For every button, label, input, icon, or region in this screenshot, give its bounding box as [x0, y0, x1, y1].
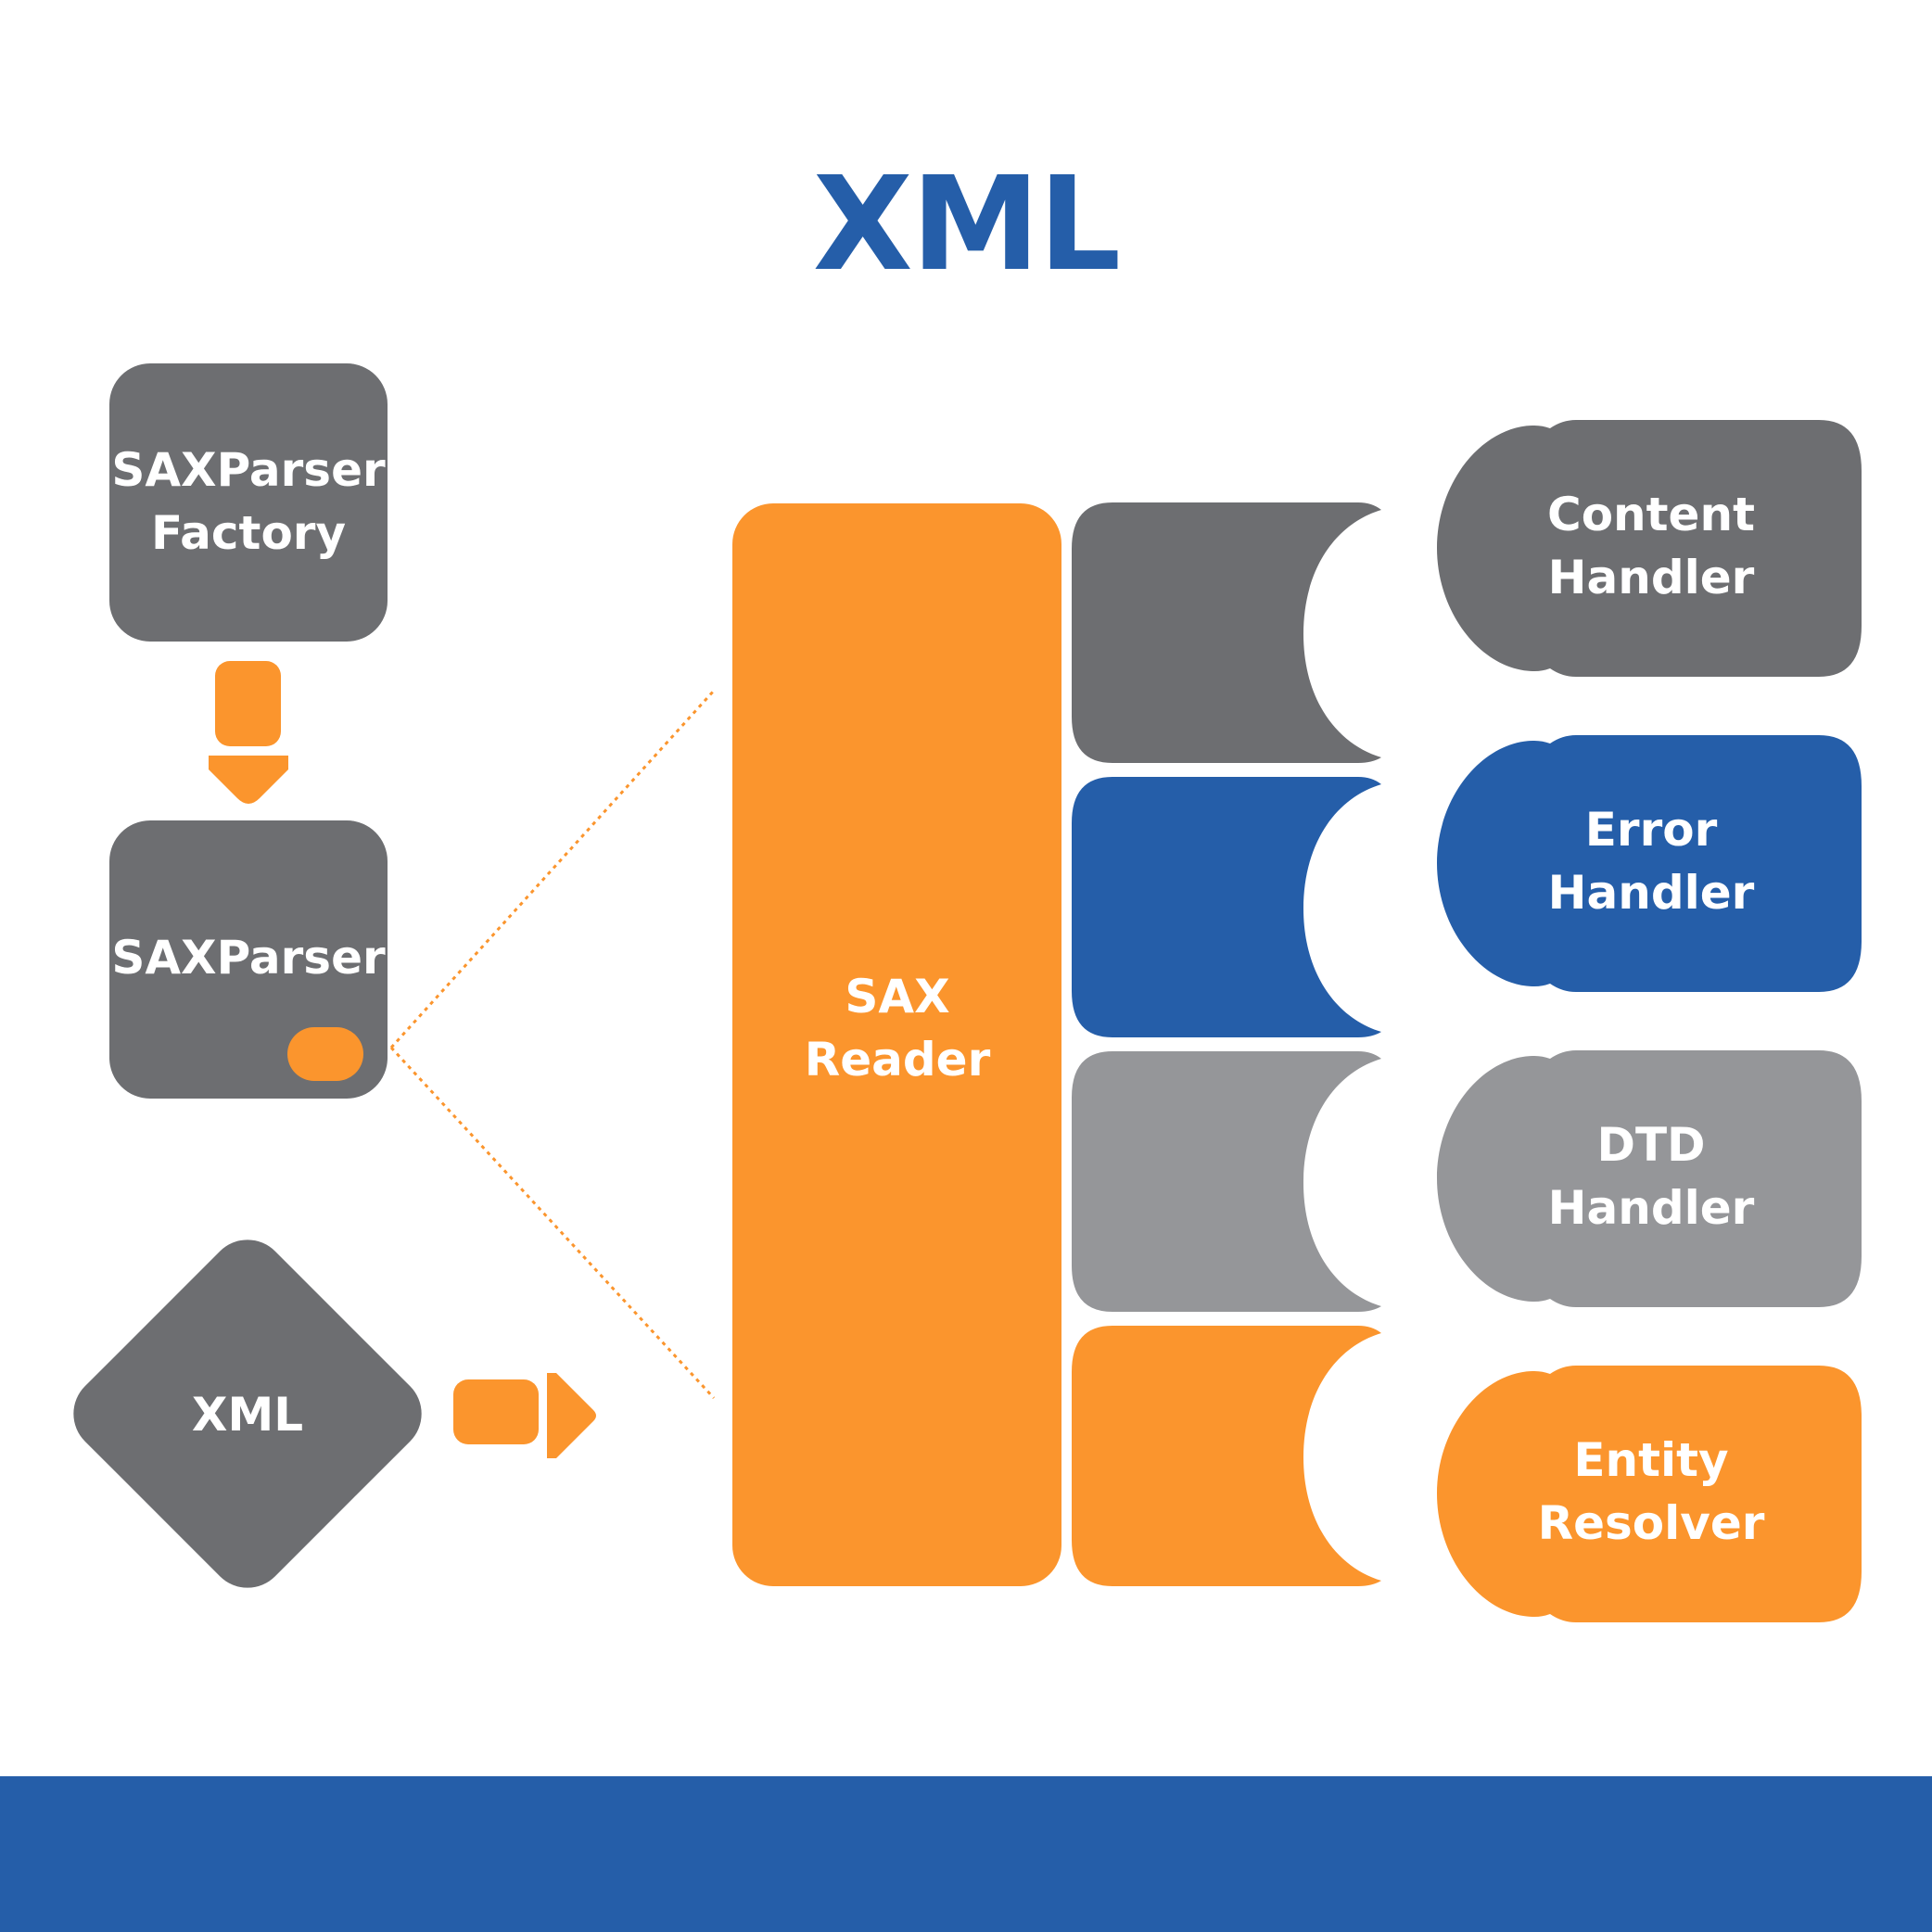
- factory-label-line2: Factory: [151, 506, 346, 560]
- down-arrow-icon: [209, 661, 288, 804]
- handler-content: Content Handler: [1437, 420, 1862, 677]
- connector-plugs: [1072, 502, 1381, 1586]
- handler-dtd: DTD Handler: [1437, 1050, 1862, 1307]
- sax-reader-label-line1: SAX: [845, 970, 949, 1023]
- right-arrow-icon: [453, 1373, 596, 1458]
- error-connector: [1072, 777, 1381, 1037]
- footer-band: [0, 1776, 1932, 1932]
- dtd-handler-label-line2: Handler: [1548, 1181, 1755, 1235]
- factory-label-line1: SAXParser: [111, 443, 386, 497]
- sax-reader-label-line2: Reader: [805, 1033, 991, 1087]
- saxparser-label: SAXParser: [111, 931, 386, 985]
- entity-resolver-label-line2: Resolver: [1538, 1496, 1765, 1550]
- sax-reader-box: SAX Reader: [732, 503, 1061, 1586]
- content-handler-label-line2: Handler: [1548, 551, 1755, 604]
- xml-diamond: XML: [73, 1239, 422, 1588]
- dtd-connector: [1072, 1051, 1381, 1312]
- content-connector: [1072, 502, 1381, 763]
- saxparser-factory-box: SAXParser Factory: [109, 363, 388, 642]
- handler-entity: Entity Resolver: [1437, 1366, 1862, 1622]
- handler-error: Error Handler: [1437, 735, 1862, 992]
- error-handler-label-line1: Error: [1585, 803, 1718, 857]
- dtd-handler-label-line1: DTD: [1596, 1118, 1705, 1172]
- entity-resolver-label-line1: Entity: [1573, 1433, 1728, 1487]
- entity-connector: [1072, 1326, 1381, 1586]
- page-title: XML: [813, 149, 1119, 300]
- content-handler-label-line1: Content: [1547, 488, 1755, 541]
- saxparser-connector-pill: [287, 1027, 363, 1081]
- error-handler-label-line2: Handler: [1548, 866, 1755, 920]
- zoom-dotted-lines: [389, 689, 716, 1400]
- xml-diamond-label: XML: [192, 1388, 303, 1442]
- saxparser-box: SAXParser: [109, 820, 388, 1099]
